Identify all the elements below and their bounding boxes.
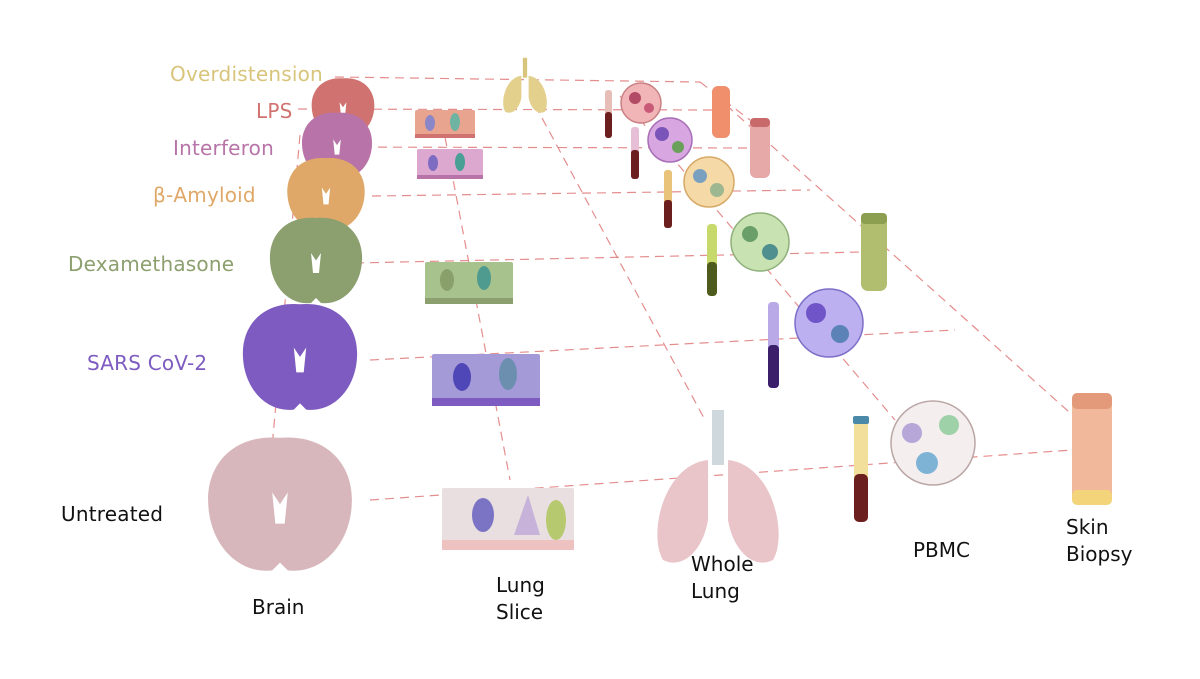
condition-label-untreated: Untreated [61, 502, 164, 526]
pbmc-column [605, 82, 976, 522]
pbmc-zoom-icon-amyloid [683, 156, 735, 208]
skin-biopsy-icon-lps [712, 86, 730, 138]
whole-lung-column [503, 57, 779, 563]
pbmc-zoom-icon-interferon [647, 117, 693, 163]
blood-tube-icon-dexamethasone [707, 224, 717, 296]
tissue-label-whole-lung: Whole Lung [691, 552, 754, 603]
brain-icon-dexamethasone [269, 217, 363, 304]
condition-label-dexamethasone: Dexamethasone [68, 252, 235, 276]
lung-slice-icon-dexamethasone [425, 262, 513, 304]
skin-biopsy-icon-dexamethasone [861, 213, 887, 291]
tissue-label-pbmc: PBMC [913, 538, 971, 562]
blood-tube-icon-untreated [853, 416, 869, 522]
lung-icon-overdistension [503, 57, 547, 113]
guide-line [444, 136, 511, 481]
brain-icon-amyloid [287, 158, 365, 230]
skin-biopsy-icon-untreated [1072, 393, 1112, 505]
blood-tube-icon-sars-cov-2 [768, 302, 779, 388]
blood-tube-icon-interferon [631, 127, 639, 179]
skin-biopsy-icon-interferon [750, 118, 770, 178]
brain-icon-untreated [208, 437, 352, 571]
blood-tube-icon-lps [605, 90, 612, 138]
pbmc-zoom-icon-untreated [890, 400, 976, 486]
condition-label-lps: LPS [256, 99, 293, 123]
brain-column [208, 78, 375, 571]
pbmc-zoom-icon-lps [620, 82, 662, 124]
skin-biopsy-column [712, 86, 1112, 505]
condition-label-interferon: Interferon [173, 136, 274, 160]
guide-line [371, 189, 811, 197]
blood-tube-icon-amyloid [664, 170, 672, 228]
lung-slice-icon-lps [415, 110, 475, 138]
condition-label-amyloid: β-Amyloid [153, 183, 256, 207]
lung-slice-column [415, 110, 574, 550]
lung-icon-untreated [657, 410, 779, 563]
lung-slice-icon-untreated [442, 488, 574, 550]
tissue-label-skin-biopsy: Skin Biopsy [1066, 515, 1133, 566]
pbmc-zoom-icon-dexamethasone [730, 212, 790, 272]
tissue-label-lung-slice: Lung Slice [496, 573, 545, 624]
brain-icon-sars-cov-2 [242, 303, 358, 410]
condition-label-overdistension: Overdistension [170, 62, 323, 86]
lung-slice-icon-interferon [417, 149, 483, 179]
guide-line [714, 94, 1079, 421]
lung-slice-icon-sars-cov-2 [432, 354, 540, 406]
tissue-label-brain: Brain [252, 595, 305, 619]
condition-label-sars-cov-2: SARS CoV-2 [87, 351, 208, 375]
pbmc-zoom-icon-sars-cov-2 [794, 288, 864, 358]
guide-line [269, 134, 301, 471]
